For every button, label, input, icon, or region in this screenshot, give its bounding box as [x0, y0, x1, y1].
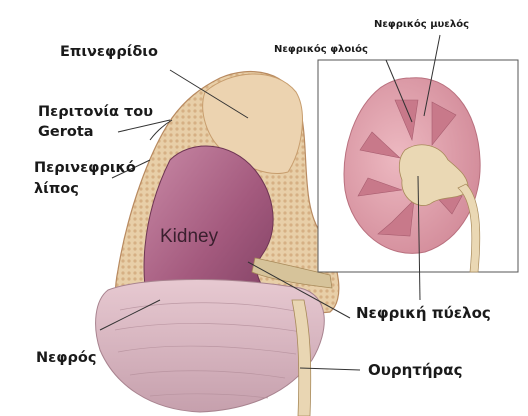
- label-gerota-line1: Περιτονία του: [38, 104, 153, 121]
- label-kidney-gr: Νεφρός: [36, 350, 97, 367]
- label-renal-medulla: Νεφρικός μυελός: [374, 19, 469, 31]
- label-gerota-line2: Gerota: [38, 124, 94, 141]
- renal-fascia-sheet: [96, 280, 325, 412]
- label-kidney-organ: Kidney: [160, 226, 218, 248]
- label-renal-cortex: Νεφρικός φλοιός: [274, 44, 368, 56]
- label-adrenal: Επινεφρίδιο: [60, 44, 158, 61]
- label-ureter: Ουρητήρας: [368, 362, 462, 379]
- label-perirenal-line1: Περινεφρικό: [34, 160, 136, 177]
- label-renal-pelvis: Νεφρική πύελος: [356, 305, 491, 322]
- label-perirenal-line2: λίπος: [34, 181, 79, 198]
